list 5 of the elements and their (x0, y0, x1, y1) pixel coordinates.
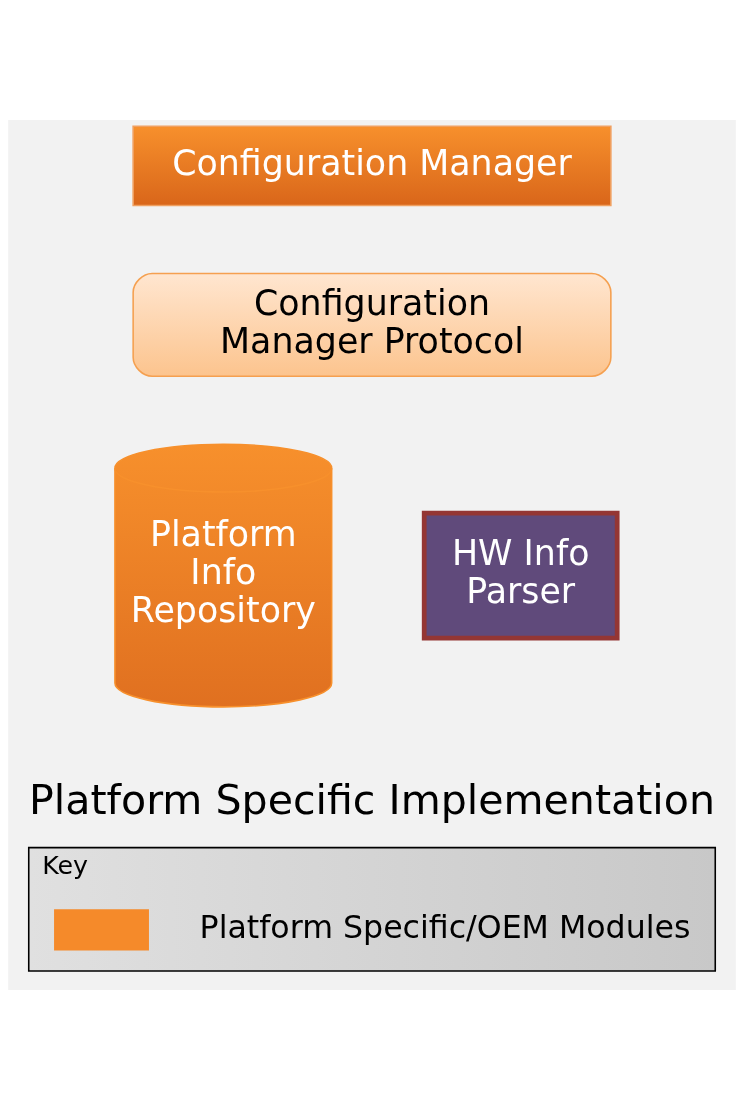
label: Platform Specific Implementation (29, 775, 715, 824)
node-box: Configuration Manager (132, 125, 612, 206)
legend-label: Platform Specific/OEM Modules (199, 908, 691, 945)
node-box: HW Info Parser (421, 510, 620, 640)
node-box: Configuration Manager Protocol (132, 272, 612, 377)
